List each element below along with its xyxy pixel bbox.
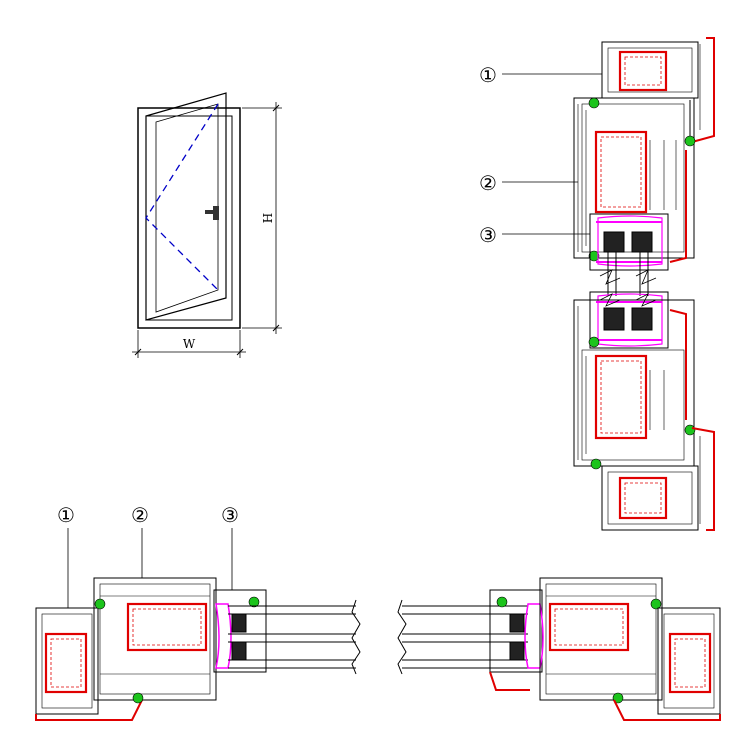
horizontal-section-left-callouts: ① ② ③	[57, 503, 239, 527]
gasket-magenta	[596, 221, 662, 263]
callout-3: ③	[221, 503, 239, 527]
steel-reinforcement-sash-left	[126, 602, 208, 652]
callout-1: ①	[479, 63, 497, 87]
steel-reinforcement-sash-bottom	[594, 354, 648, 440]
callout-3: ③	[479, 223, 497, 247]
gasket-green	[650, 598, 662, 610]
gasket-green	[132, 692, 144, 704]
steel-reinforcement-bottom	[618, 476, 668, 520]
door-inner-frame	[145, 115, 233, 321]
glass-spacer	[603, 307, 625, 331]
glass-spacer	[631, 231, 653, 253]
door-elevation: W H	[132, 92, 282, 358]
opening-direction-line	[145, 103, 219, 291]
vertical-section-callouts: ① ② ③	[479, 63, 497, 247]
gasket-green	[588, 250, 600, 262]
frame-edge-red-top	[691, 37, 715, 143]
gasket-green	[248, 596, 260, 608]
horizontal-section-left	[35, 528, 361, 721]
glass-spacer	[603, 231, 625, 253]
vertical-section	[502, 37, 715, 531]
steel-reinforcement-sash-right	[548, 602, 630, 652]
steel-reinforcement-frame-right	[668, 632, 712, 694]
gasket-green	[588, 97, 600, 109]
frame-edge-red-bottom	[691, 427, 715, 531]
gasket-green	[590, 458, 602, 470]
horizontal-section-right	[397, 577, 721, 721]
glass-spacer	[231, 641, 247, 661]
gasket-green	[496, 596, 508, 608]
door-open-leaf	[145, 92, 227, 321]
door-handle-icon	[205, 206, 219, 220]
width-label: W	[183, 337, 196, 351]
steel-reinforcement-frame-left	[44, 632, 88, 694]
gasket-green	[94, 598, 106, 610]
glass-spacer	[509, 613, 525, 633]
gasket-green	[612, 692, 624, 704]
callout-1: ①	[57, 503, 75, 527]
glass-spacer	[631, 307, 653, 331]
gasket-green	[684, 424, 696, 436]
gasket-green	[684, 135, 696, 147]
glass-spacer	[231, 613, 247, 633]
callout-2: ②	[131, 503, 149, 527]
gasket-green	[588, 336, 600, 348]
door-outer-frame	[137, 107, 241, 329]
steel-reinforcement-sash-top	[594, 130, 648, 214]
callout-2: ②	[479, 171, 497, 195]
steel-reinforcement-top	[618, 50, 668, 92]
glass-spacer	[509, 641, 525, 661]
door-leaf-inner	[155, 103, 219, 313]
height-label: H	[261, 213, 275, 223]
